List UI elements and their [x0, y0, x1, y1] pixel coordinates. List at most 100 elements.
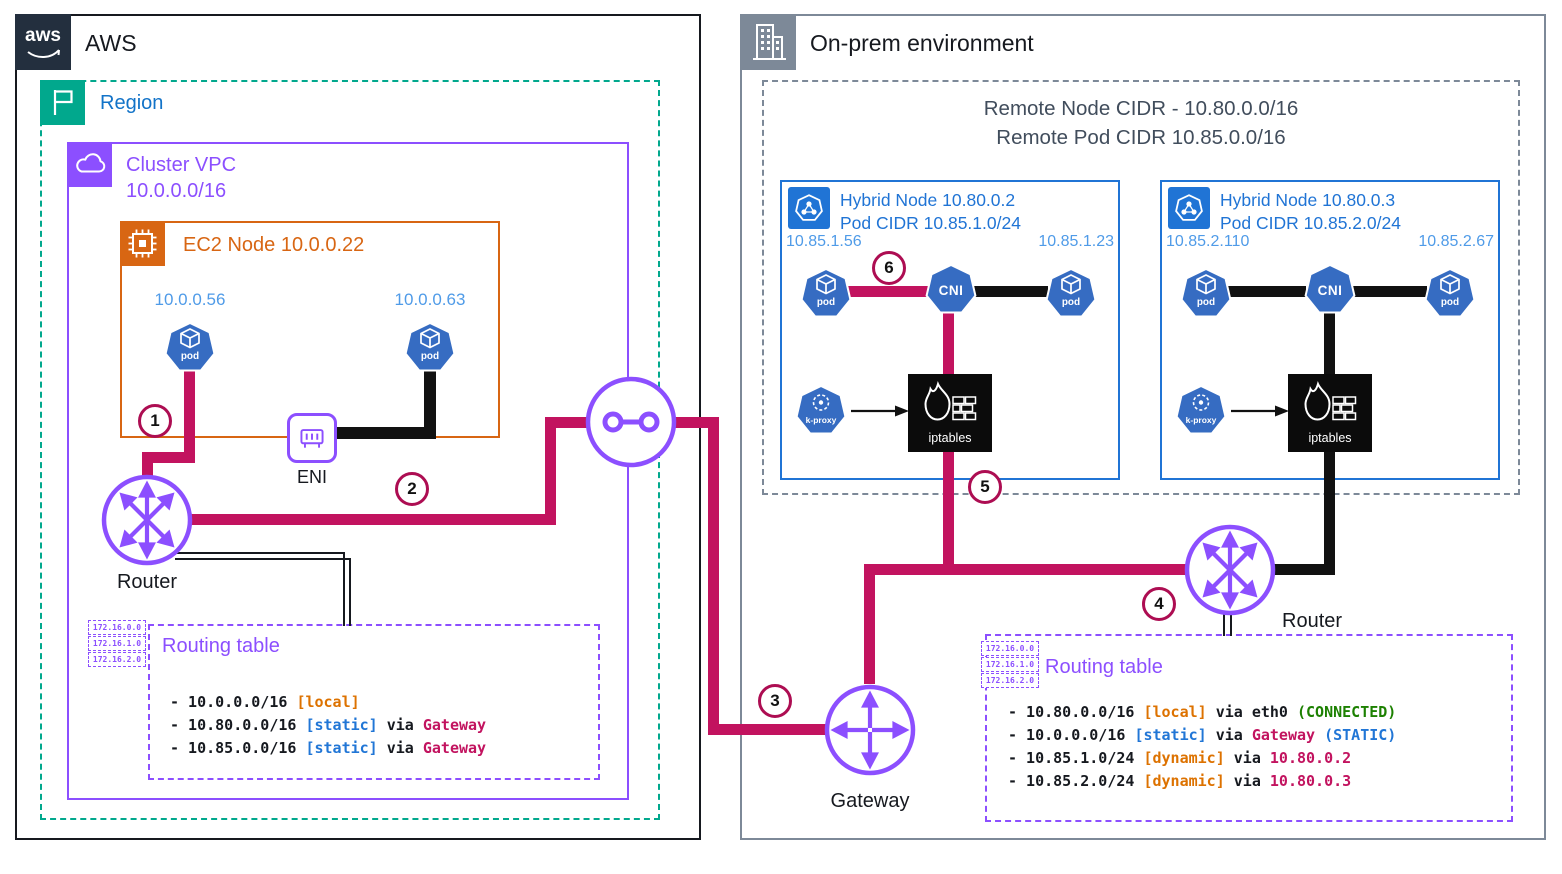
step-badge-6: 6 — [872, 251, 906, 285]
cni-icon: CNI — [923, 264, 979, 317]
iptables-icon: iptables — [1288, 374, 1372, 452]
routing-table-entries: - 10.0.0.0/16 [local] - 10.80.0.0/16 [st… — [170, 691, 486, 760]
cni-label: CNI — [938, 283, 964, 298]
routing-table-icon-row: 172.16.0.0 — [88, 620, 146, 635]
iptables-label: iptables — [928, 431, 972, 445]
pod-label: pod — [1196, 297, 1216, 308]
remote-node-cidr: Remote Node CIDR - 10.80.0.0/16 — [983, 97, 1299, 120]
aws-title: AWS — [85, 30, 137, 56]
node1-ip-right: 10.85.1.23 — [1038, 233, 1114, 250]
hybrid-node-icon — [1168, 187, 1210, 229]
hybrid-node-2-title: Hybrid Node 10.80.0.3 — [1220, 190, 1396, 210]
hybrid-node-1-title: Hybrid Node 10.80.0.2 — [840, 190, 1016, 210]
aws-routing-table-box — [148, 624, 600, 780]
routing-table-icon-row: 172.16.1.0 — [88, 636, 146, 651]
node2-ip-left: 10.85.2.110 — [1166, 233, 1250, 250]
ec2-chip-icon — [120, 221, 165, 266]
vpc-boundary-box — [67, 142, 629, 800]
aws-logo-text: aws — [25, 25, 61, 46]
pod-ip-right: 10.0.0.63 — [394, 290, 466, 309]
kproxy-label: k-proxy — [1185, 415, 1217, 425]
pod-label: pod — [1061, 297, 1081, 308]
router-table-link — [343, 552, 345, 626]
router-table-link — [1223, 612, 1225, 636]
flow-into-router — [142, 452, 153, 484]
pod-ip-left: 10.0.0.56 — [154, 290, 226, 309]
step-badge-3: 3 — [758, 684, 792, 718]
routing-table-icon-row: 172.16.1.0 — [981, 657, 1039, 672]
routing-entry: - 10.80.0.0/16 [static] via Gateway — [170, 716, 487, 734]
flow-into-gateway — [708, 724, 828, 735]
vpc-cloud-icon — [67, 142, 112, 187]
routing-table-entries: - 10.80.0.0/16 [local] via eth0 (CONNECT… — [1008, 701, 1396, 793]
routing-entry: - 10.0.0.0/16 [static] via Gateway (STAT… — [1008, 726, 1397, 744]
vpc-label-line2: 10.0.0.0/16 — [126, 180, 227, 202]
flow-cni1-to-pod — [846, 286, 928, 297]
flow-pod1-down — [184, 368, 195, 463]
kproxy-icon: k-proxy — [1173, 385, 1229, 438]
gateway-label: Gateway — [830, 790, 910, 812]
link-to-router-right — [1272, 564, 1335, 575]
step-badge-2: 2 — [395, 472, 429, 506]
routing-table-icon-row: 172.16.2.0 — [981, 673, 1039, 688]
remote-pod-cidr: Remote Pod CIDR 10.85.0.0/16 — [996, 126, 1286, 149]
routing-table-icon: 172.16.0.0 172.16.1.0 172.16.2.0 — [981, 641, 1039, 689]
remote-cidr-box — [762, 80, 1520, 495]
flow-to-peering — [545, 417, 593, 428]
router-label: Router — [116, 571, 178, 593]
flow-elbow-left — [142, 452, 195, 463]
onprem-title: On-prem environment — [810, 30, 1034, 56]
node2-ip-right: 10.85.2.67 — [1418, 233, 1494, 250]
router-label: Router — [1282, 610, 1343, 632]
pod-label: pod — [420, 351, 440, 362]
link-cni1-to-podr — [972, 286, 1048, 297]
kproxy-icon: k-proxy — [793, 385, 849, 438]
routing-entry: - 10.80.0.0/16 [local] via eth0 (CONNECT… — [1008, 703, 1397, 721]
pod-icon: pod — [1043, 268, 1099, 321]
pod-icon: pod — [1178, 268, 1234, 321]
hybrid-node-icon — [788, 187, 830, 229]
link-pod2-to-eni — [334, 427, 436, 439]
routing-entry: - 10.0.0.0/16 [local] — [170, 693, 360, 711]
step-badge-5: 5 — [968, 470, 1002, 504]
router-icon — [1184, 524, 1276, 616]
routing-table-title: Routing table — [1045, 656, 1163, 678]
routing-table-title: Routing table — [162, 635, 280, 657]
pod-label: pod — [1440, 297, 1460, 308]
vpc-label: Cluster VPC 10.0.0.0/16 — [126, 152, 236, 204]
pod-icon: pod — [162, 322, 218, 375]
router-table-link — [1230, 612, 1232, 636]
hybrid-node-1-header: Hybrid Node 10.80.0.2 Pod CIDR 10.85.1.0… — [840, 189, 1021, 235]
hybrid-node-2-pod-cidr: Pod CIDR 10.85.2.0/24 — [1220, 213, 1401, 233]
router-table-link — [349, 558, 351, 626]
pod-icon: pod — [402, 322, 458, 375]
step-badge-4: 4 — [1142, 587, 1176, 621]
cni-icon: CNI — [1302, 264, 1358, 317]
vpc-label-line1: Cluster VPC — [126, 154, 237, 176]
region-flag-icon — [40, 80, 85, 125]
flow-gateway-up — [864, 570, 875, 684]
peering-connection-icon — [585, 376, 677, 468]
router-table-link — [175, 552, 345, 554]
hybrid-node-2-header: Hybrid Node 10.80.0.3 Pod CIDR 10.85.2.0… — [1220, 189, 1401, 235]
aws-smile-icon — [27, 49, 60, 58]
onprem-routing-table-box — [985, 634, 1513, 822]
pod-icon: pod — [798, 268, 854, 321]
gateway-icon — [824, 684, 916, 776]
routing-table-icon: 172.16.0.0 172.16.1.0 172.16.2.0 — [88, 620, 146, 668]
onprem-boundary-box — [740, 14, 1546, 840]
pod-label: pod — [180, 351, 200, 362]
hybrid-node-1-pod-cidr: Pod CIDR 10.85.1.0/24 — [840, 213, 1021, 233]
step-badge-1: 1 — [138, 404, 172, 438]
aws-logo: aws — [15, 14, 71, 70]
eni-icon — [287, 413, 337, 463]
routing-entry: - 10.85.2.0/24 [dynamic] via 10.80.0.3 — [1008, 772, 1352, 790]
cni-label: CNI — [1317, 283, 1343, 298]
eni-label: ENI — [296, 467, 327, 487]
kproxy-to-iptables-arrow — [1231, 405, 1289, 417]
link-pod2-down — [424, 368, 436, 439]
link-cni2-to-podr — [1352, 286, 1427, 297]
remote-cidr-title: Remote Node CIDR - 10.80.0.0/16 Remote P… — [762, 94, 1520, 152]
pod-icon: pod — [1422, 268, 1478, 321]
